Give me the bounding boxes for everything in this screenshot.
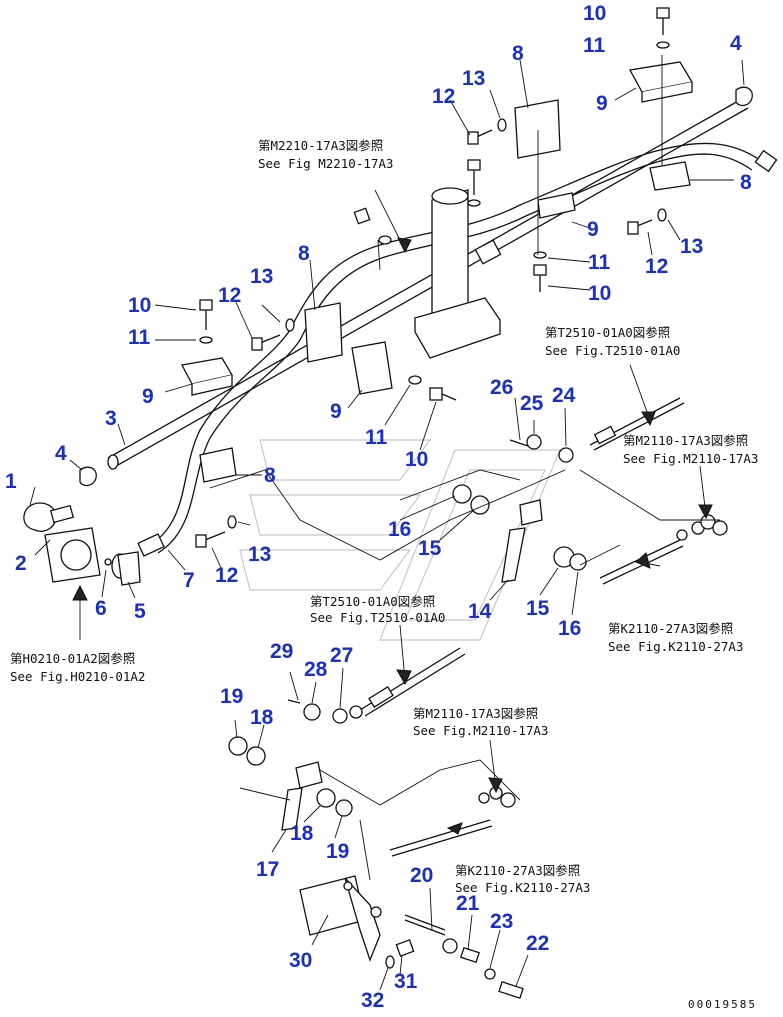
ref-h0210-en: See Fig.H0210-01A2 — [10, 669, 145, 684]
reference-arrows — [72, 237, 713, 835]
part-label-4-left: 4 — [55, 442, 67, 465]
part-label-8-b: 8 — [512, 42, 524, 65]
part-label-21: 21 — [456, 892, 480, 915]
part-label-11-a: 11 — [583, 34, 606, 57]
part-label-10-a: 10 — [583, 2, 606, 25]
lower-assembly — [228, 624, 529, 999]
bolts-upper — [195, 7, 670, 548]
part-label-27: 27 — [330, 644, 353, 667]
part-label-12-a: 12 — [432, 85, 455, 108]
ref-m2210-jp: 第M2210-17A3図参照 — [258, 138, 383, 153]
part-label-16-a: 16 — [388, 518, 411, 541]
part-label-28: 28 — [304, 658, 328, 681]
part-label-7: 7 — [183, 569, 195, 592]
part-label-9-a: 9 — [596, 92, 608, 115]
watermark-logo — [239, 439, 561, 641]
part-label-20: 20 — [410, 864, 433, 887]
part-label-24: 24 — [552, 384, 576, 407]
ref-t2510b-jp: 第T2510-01A0図参照 — [310, 594, 435, 609]
part-label-19-b: 19 — [326, 840, 349, 863]
part-label-23: 23 — [490, 910, 513, 933]
part-label-22: 22 — [526, 932, 549, 955]
part-label-14: 14 — [468, 600, 492, 623]
part-label-13-c: 13 — [680, 235, 703, 258]
ref-k2110b-en: See Fig.K2110-27A3 — [455, 880, 590, 895]
part-label-11-b: 11 — [128, 326, 151, 349]
part-label-4-upper: 4 — [730, 32, 742, 55]
part-label-10-c: 10 — [588, 282, 611, 305]
part-label-17: 17 — [256, 858, 279, 881]
part-label-12-c: 12 — [645, 255, 668, 278]
part-label-11-d: 11 — [365, 426, 388, 449]
part-label-10-d: 10 — [405, 448, 428, 471]
part-label-30: 30 — [289, 949, 312, 972]
ref-m2110b-en: See Fig.M2110-17A3 — [413, 723, 548, 738]
ref-k2110b-jp: 第K2110-27A3図参照 — [455, 863, 580, 878]
part-label-8-a: 8 — [298, 242, 310, 265]
part-label-9-d: 9 — [330, 400, 342, 423]
leader-lines-upper — [29, 55, 745, 640]
part-label-3: 3 — [105, 407, 117, 430]
bracket-housing — [23, 502, 141, 586]
part-label-12-d: 12 — [215, 564, 238, 587]
part-label-26: 26 — [490, 376, 513, 399]
ref-k2110a-jp: 第K2110-27A3図参照 — [608, 621, 733, 636]
part-label-25: 25 — [520, 392, 544, 415]
clamp-upper-right — [514, 61, 694, 219]
lever-group-upper — [452, 397, 728, 585]
clamp-left — [181, 302, 393, 483]
part-label-15-b: 15 — [526, 597, 550, 620]
part-label-29: 29 — [270, 640, 293, 663]
ref-h0210-jp: 第H0210-01A2図参照 — [10, 651, 135, 666]
part-label-5: 5 — [134, 600, 146, 623]
part-label-9-b: 9 — [587, 218, 599, 241]
ref-t2510a-en: See Fig.T2510-01A0 — [545, 343, 680, 358]
part-label-2: 2 — [15, 552, 27, 575]
part-label-11-c: 11 — [588, 251, 611, 274]
part-label-15-a: 15 — [418, 537, 442, 560]
part-label-18-a: 18 — [250, 706, 274, 729]
part-label-19-a: 19 — [220, 685, 243, 708]
part-label-16-b: 16 — [558, 617, 581, 640]
part-label-6: 6 — [95, 597, 107, 620]
part-label-9-c: 9 — [142, 385, 154, 408]
ref-m2110a-jp: 第M2110-17A3図参照 — [623, 433, 748, 448]
document-id: 00019585 — [688, 998, 757, 1011]
upper-rod-assembly — [23, 7, 778, 640]
ref-m2110a-en: See Fig.M2110-17A3 — [623, 451, 758, 466]
ref-m2210-en: See Fig M2210-17A3 — [258, 156, 393, 171]
part-label-8-c: 8 — [740, 171, 752, 194]
reference-notes: 第M2210-17A3図参照 See Fig M2210-17A3 第T2510… — [10, 138, 758, 895]
part-label-8-d: 8 — [264, 464, 276, 487]
part-label-1: 1 — [5, 470, 17, 493]
part-label-13-d: 13 — [248, 543, 271, 566]
part-label-13-b: 13 — [250, 265, 273, 288]
part-label-32: 32 — [361, 989, 384, 1012]
ref-t2510a-jp: 第T2510-01A0図参照 — [545, 325, 670, 340]
part-label-13-a: 13 — [462, 67, 485, 90]
part-label-12-b: 12 — [218, 284, 241, 307]
part-label-10-b: 10 — [128, 294, 151, 317]
clamp-4-left — [79, 466, 97, 487]
ref-t2510b-en: See Fig.T2510-01A0 — [310, 610, 445, 625]
clamp-4-upper — [735, 86, 753, 107]
part-label-31: 31 — [394, 970, 418, 993]
ref-m2110b-jp: 第M2110-17A3図参照 — [413, 706, 538, 721]
part-label-18-b: 18 — [290, 822, 314, 845]
part-labels: 1 2 3 4 4 5 6 7 8 8 8 8 9 9 9 9 10 10 10… — [5, 2, 752, 1012]
ref-k2110a-en: See Fig.K2110-27A3 — [608, 639, 743, 654]
